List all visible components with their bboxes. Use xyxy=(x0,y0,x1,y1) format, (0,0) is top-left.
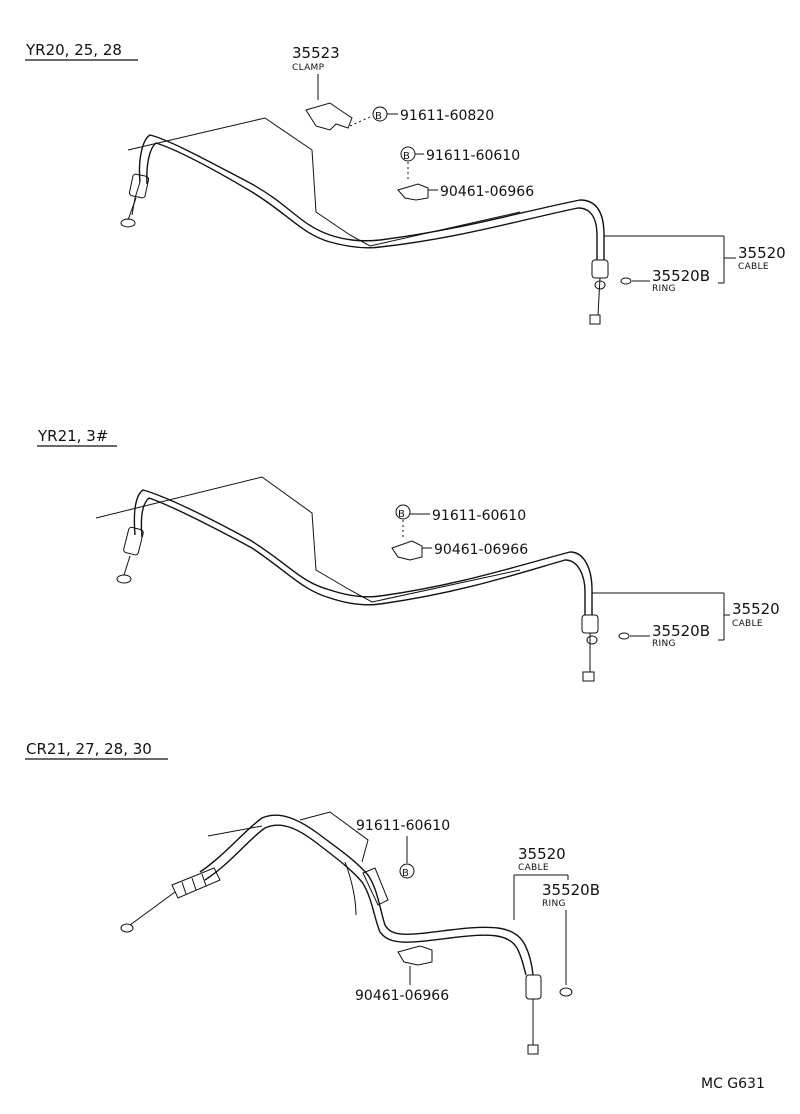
clamp-icon xyxy=(305,102,353,131)
bolt-part-number: 91611-60610 xyxy=(356,818,450,834)
bolt-b-symbol xyxy=(399,863,415,879)
cable-part-name: CABLE xyxy=(518,863,549,873)
svg-text:B: B xyxy=(398,509,405,520)
section-cr21: CR21, 27, 28, 30 91611-60610 B 90461-069… xyxy=(25,740,600,1055)
ring-part-name: RING xyxy=(542,899,566,909)
clip-icon xyxy=(397,945,433,966)
ring-part-number: 35520B xyxy=(652,622,710,640)
clip-part-number: 90461-06966 xyxy=(355,988,449,1004)
model-heading-cr21: CR21, 27, 28, 30 xyxy=(26,740,152,758)
ring-part-name: RING xyxy=(652,284,676,294)
throttle-cable xyxy=(138,134,605,260)
section-yr21: YR21, 3# B 91611-60610 90461-06966 35520… xyxy=(37,427,780,682)
ring-icon xyxy=(620,277,632,285)
model-heading-yr20: YR20, 25, 28 xyxy=(25,41,122,59)
model-heading-yr21: YR21, 3# xyxy=(37,427,108,445)
clip-icon xyxy=(397,183,429,201)
cable-part-name: CABLE xyxy=(738,262,769,272)
clip-part-number: 90461-06966 xyxy=(440,184,534,200)
cable-part-number: 35520 xyxy=(732,600,780,618)
bolt-part-number: 91611-60610 xyxy=(426,148,520,164)
clamp-part-number: 35523 xyxy=(292,44,340,62)
clamp-part-name: CLAMP xyxy=(292,63,325,73)
ring-icon xyxy=(559,987,573,997)
svg-text:B: B xyxy=(375,111,382,122)
section-yr20: YR20, 25, 28 35523 CLAMP B 91611-60820 B… xyxy=(25,41,786,325)
ring-part-number: 35520B xyxy=(542,881,600,899)
ring-part-number: 35520B xyxy=(652,267,710,285)
cable-part-name: CABLE xyxy=(732,619,763,629)
bolt-part-number: 91611-60820 xyxy=(400,108,494,124)
svg-text:B: B xyxy=(402,868,409,879)
clip-part-number: 90461-06966 xyxy=(434,542,528,558)
svg-text:B: B xyxy=(403,151,410,162)
throttle-cable xyxy=(133,489,593,615)
ring-icon xyxy=(618,632,630,640)
cable-part-number: 35520 xyxy=(518,845,566,863)
bolt-part-number: 91611-60610 xyxy=(432,508,526,524)
ring-part-name: RING xyxy=(652,639,676,649)
clip-icon xyxy=(391,540,423,561)
throttle-cable xyxy=(199,814,534,976)
figure-code: MC G631 xyxy=(701,1076,765,1092)
bolt-b-symbol xyxy=(395,504,411,520)
cable-part-number: 35520 xyxy=(738,244,786,262)
